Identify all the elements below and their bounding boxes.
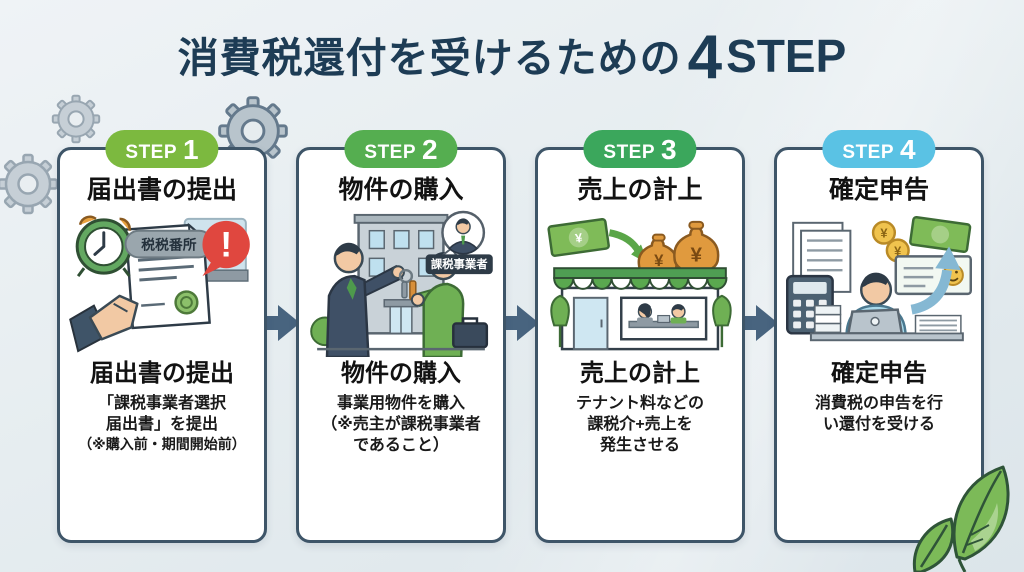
step2-description: 事業用物件を購入 （※売主が課税事業者 であること） [321, 393, 481, 456]
briefcase-icon [452, 321, 489, 348]
desc-line: 課税介+売上を [587, 416, 693, 433]
taxable-business-label: 課税事業者 [425, 253, 493, 274]
badge-label: STEP [125, 142, 178, 163]
step4-description: 消費税の申告を行 い還付を受ける [815, 393, 943, 435]
tax-office-label: 税税番所 [124, 229, 214, 258]
step-card-2: STEP 2 物件の購入 [296, 130, 506, 543]
step4-illustration: ¥ ¥ [786, 215, 972, 341]
svg-text:!: ! [220, 224, 232, 264]
paper-stack-icon [814, 304, 842, 333]
desc-line: 「課税事業者選択 [97, 394, 226, 412]
right-arrow-icon [732, 305, 778, 341]
desc-line: い還付を受ける [822, 416, 935, 433]
storefront-icon [553, 266, 728, 350]
desk [809, 331, 964, 341]
step3-subheading: 売上の計上 [580, 359, 700, 387]
step3-heading: 売上の計上 [577, 176, 703, 204]
refund-check-icon [894, 254, 972, 295]
step1-heading: 届出書の提出 [86, 176, 237, 204]
step2-heading: 物件の購入 [338, 176, 464, 204]
page-title: 消費税還付を受けるための4STEP [0, 22, 1024, 93]
money-bag-icon: ¥ [673, 220, 720, 274]
step-card-4: STEP 4 確定申告 [774, 130, 984, 543]
svg-text:税税番所: 税税番所 [141, 236, 196, 252]
step4-subheading: 確定申告 [831, 359, 927, 387]
step4-badge: STEP 4 [822, 130, 936, 168]
right-arrow-icon [493, 305, 539, 341]
step1-badge: STEP 1 [105, 130, 219, 168]
badge-number: 1 [183, 134, 199, 165]
desc-line: テナント料などの [575, 394, 704, 412]
step3-description: テナント料などの 課税介+売上を 発生させる [576, 393, 704, 456]
desc-line: （※売主が課税事業者 [321, 416, 481, 433]
person-at-laptop [845, 272, 907, 338]
title-text: 消費税還付を受けるための [177, 35, 682, 81]
seal-icon [174, 289, 199, 315]
upward-arrow-icon [910, 245, 961, 314]
desc-line: 事業用物件を購入 [336, 394, 465, 412]
seller-person [325, 242, 405, 357]
svg-text:¥: ¥ [574, 229, 584, 245]
badge-label: STEP [603, 142, 656, 163]
hand-icon [69, 294, 139, 353]
gear-icon [0, 153, 59, 215]
svg-text:課税事業者: 課税事業者 [431, 257, 488, 271]
step2-illustration: 課税事業者 [310, 210, 493, 357]
badge-number: 4 [900, 134, 916, 165]
badge-label: STEP [842, 142, 895, 163]
tree-icon [712, 294, 732, 347]
step1-subheading: 届出書の提出 [90, 359, 234, 387]
banknote-icon: ¥ [547, 217, 610, 257]
badge-number: 2 [422, 134, 438, 165]
building-icon [353, 213, 449, 335]
badge-number: 3 [661, 134, 677, 165]
title-number: 4 [687, 23, 723, 92]
step3-badge: STEP 3 [583, 130, 697, 168]
desc-line: 消費税の申告を行 [814, 394, 943, 412]
svg-text:¥: ¥ [894, 243, 902, 258]
documents-icon [792, 221, 852, 293]
alert-icon: ! [202, 220, 250, 276]
step-card-1: STEP 1 届出書の提出 [57, 130, 267, 543]
step2-subheading: 物件の購入 [341, 359, 461, 387]
step1-description: 「課税事業者選択 届出書」を提出 （※購入前・期間開始前） [78, 393, 246, 454]
leaf-icon [912, 465, 1010, 572]
paper-stack-icon [914, 314, 962, 334]
gear-icon [51, 94, 101, 144]
alarm-clock-icon [75, 215, 132, 277]
svg-text:¥: ¥ [880, 225, 888, 240]
title-step-word: STEP [726, 30, 847, 82]
desc-line: であること） [353, 437, 449, 455]
tree-icon [550, 294, 570, 347]
step3-illustration: ¥ ¥ ¥ [547, 217, 732, 350]
step2-badge: STEP 2 [344, 130, 458, 168]
step-card-3: STEP 3 売上の計上 ¥ ¥ ¥ [535, 130, 745, 543]
right-arrow-icon [254, 305, 300, 341]
coin-icon: ¥ [871, 220, 897, 245]
svg-text:¥: ¥ [690, 243, 702, 266]
svg-text:¥: ¥ [654, 251, 664, 270]
desc-line: （※購入前・期間開始前） [78, 436, 246, 453]
banknote-icon [909, 215, 972, 253]
step4-heading: 確定申告 [828, 176, 929, 204]
step1-illustration: 税税番所 ! [69, 215, 250, 353]
desc-line: 発生させる [599, 437, 680, 455]
badge-label: STEP [364, 142, 417, 163]
desc-line: 届出書」を提出 [105, 416, 218, 433]
